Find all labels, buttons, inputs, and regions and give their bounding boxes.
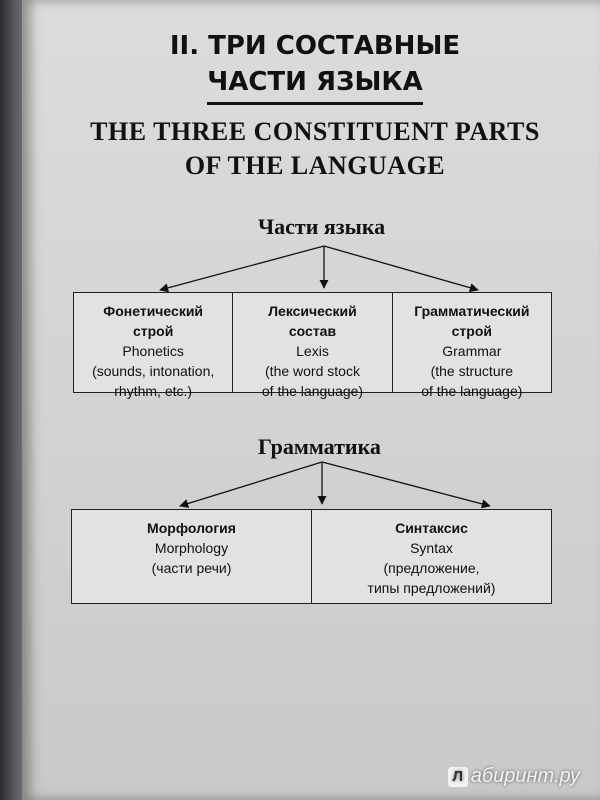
grammar-morphology: Морфология Morphology (части речи) xyxy=(72,510,311,603)
watermark-text: абиринт.ру xyxy=(470,765,580,787)
title-en-line1: THE THREE CONSTITUENT PARTS xyxy=(90,117,540,146)
title-ru-line1: II. ТРИ СОСТАВНЫЕ xyxy=(169,31,461,61)
part-phonetics: Фонетический строй Phonetics (sounds, in… xyxy=(74,293,232,399)
title-russian: II. ТРИ СОСТАВНЫЕ ЧАСТИ ЯЗЫКА xyxy=(95,28,535,105)
arrow-grammar-left xyxy=(179,461,323,508)
grammar-boxes: Морфология Morphology (части речи) Синта… xyxy=(71,509,552,604)
parts-boxes: Фонетический строй Phonetics (sounds, in… xyxy=(73,292,552,399)
grammar-morphology-en2: (части речи) xyxy=(151,560,232,576)
part-grammar: Грамматический строй Grammar (the struct… xyxy=(391,293,551,399)
part-phonetics-en1: Phonetics xyxy=(122,343,184,359)
grammar-morphology-en1: Morphology xyxy=(154,540,229,556)
book-page xyxy=(22,0,600,800)
grammar-morphology-ru: Морфология xyxy=(147,520,236,536)
grammar-syntax-ru: Синтаксис xyxy=(395,520,468,536)
grammar-syntax-en2: (предложение, xyxy=(383,560,480,576)
part-phonetics-en2: (sounds, intonation, xyxy=(92,363,215,379)
labirint-logo-icon: Л xyxy=(447,767,468,787)
arrow-parts-left xyxy=(159,245,325,293)
grammar-heading: Грамматика xyxy=(258,434,381,459)
part-lexis-en2: (the word stock xyxy=(265,363,360,379)
part-lexis-ru1: Лексический xyxy=(268,303,357,319)
part-lexis: Лексический состав Lexis (the word stock… xyxy=(232,293,391,399)
title-en-line2: OF THE LANGUAGE xyxy=(184,151,446,180)
part-grammar-en3: of the language) xyxy=(421,383,523,399)
part-lexis-ru2: состав xyxy=(288,323,337,339)
part-grammar-en2: (the structure xyxy=(430,363,514,379)
part-grammar-ru2: строй xyxy=(451,323,492,339)
grammar-syntax-en3: типы предложений) xyxy=(367,580,496,596)
parts-heading: Части языка xyxy=(258,214,386,239)
part-grammar-ru1: Грамматический xyxy=(414,303,530,319)
part-phonetics-ru2: строй xyxy=(132,323,174,339)
part-grammar-en1: Grammar xyxy=(442,343,502,359)
book-spine-edge xyxy=(0,0,22,800)
arrow-grammar-right xyxy=(321,461,491,509)
title-ru-line2: ЧАСТИ ЯЗЫКА xyxy=(207,64,423,105)
part-lexis-en3: of the language) xyxy=(261,383,364,399)
title-english: THE THREE CONSTITUENT PARTS OF THE LANGU… xyxy=(80,115,550,183)
arrow-parts-right xyxy=(323,245,479,293)
part-phonetics-en3: rhythm, etc.) xyxy=(114,383,193,399)
grammar-syntax-en1: Syntax xyxy=(410,540,453,556)
part-lexis-en1: Lexis xyxy=(296,343,329,359)
part-phonetics-ru1: Фонетический xyxy=(103,303,204,319)
grammar-syntax: Синтаксис Syntax (предложение, типы пред… xyxy=(311,510,551,603)
